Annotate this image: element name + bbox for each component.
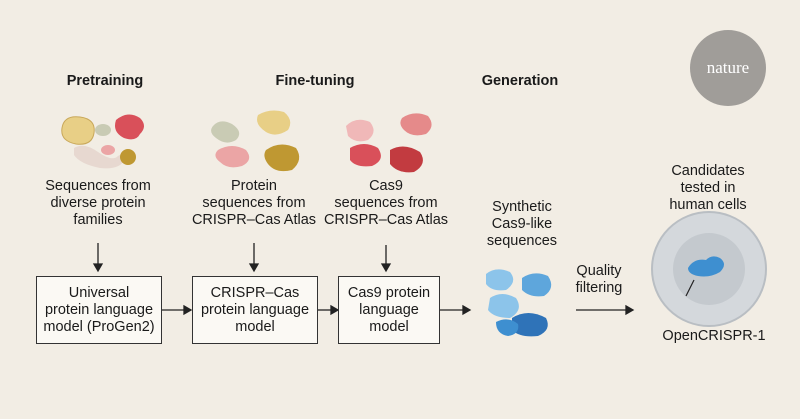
model-box-crispr: CRISPR–Cas protein language model xyxy=(192,276,318,344)
label-protein-atlas: Protein sequences from CRISPR–Cas Atlas xyxy=(191,178,317,228)
model-box-cas9: Cas9 protein language model xyxy=(338,276,440,344)
heading-finetuning: Fine-tuning xyxy=(275,73,355,89)
pretraining-proteins-icon xyxy=(61,114,144,169)
label-quality-filtering: Quality filtering xyxy=(575,263,623,296)
nature-logo: nature xyxy=(690,30,766,106)
opencrispr-pointer xyxy=(685,279,695,297)
label-synthetic: Synthetic Cas9-like sequences xyxy=(486,199,558,249)
label-diverse-sequences: Sequences from diverse protein families xyxy=(45,178,151,228)
label-cas9-atlas: Cas9 sequences from CRISPR–Cas Atlas xyxy=(323,178,449,228)
label-candidates: Candidates tested in human cells xyxy=(669,163,747,213)
crispr-proteins-icon xyxy=(211,110,300,172)
cas9-proteins-icon xyxy=(346,113,432,173)
human-cell-icon xyxy=(651,211,767,327)
heading-pretraining: Pretraining xyxy=(66,73,144,89)
flow-arrows xyxy=(92,243,635,316)
label-opencrispr: OpenCRISPR-1 xyxy=(662,328,766,344)
synthetic-proteins-icon xyxy=(486,269,552,337)
heading-generation: Generation xyxy=(481,73,559,89)
model-box-universal: Universal protein language model (ProGen… xyxy=(36,276,162,344)
